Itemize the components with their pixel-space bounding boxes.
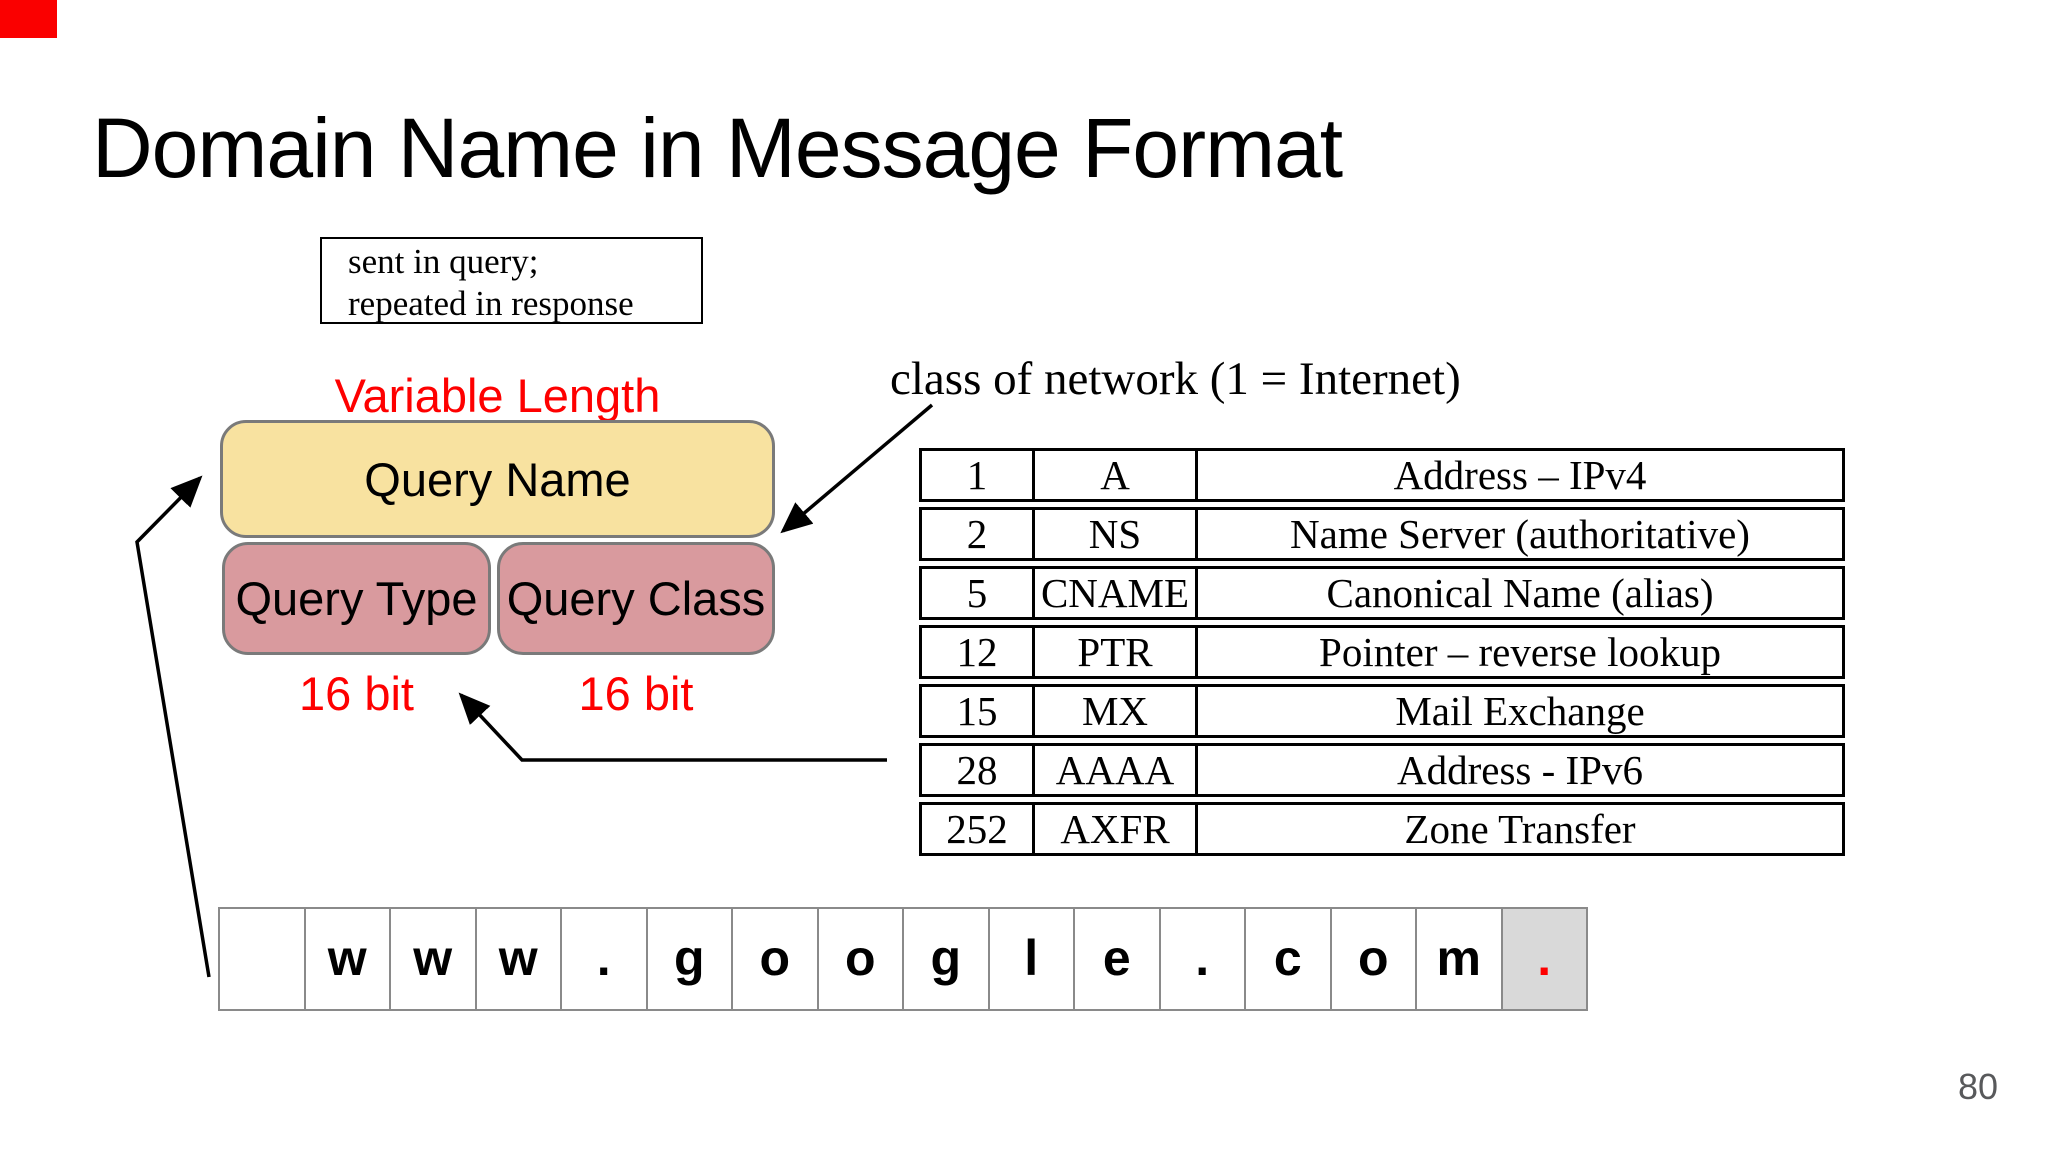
page-number: 80: [1958, 1066, 1999, 1107]
query-class-label: Query Class: [506, 572, 766, 625]
query-type-16bit-label: 16 bit: [299, 667, 414, 720]
query-type-label: Query Type: [235, 572, 478, 625]
row-description: Pointer – reverse lookup: [1319, 629, 1721, 675]
arrow-byte-row-to-query-name: [135, 475, 211, 978]
row-description: Address - IPv6: [1397, 747, 1643, 793]
row-type: CNAME: [1032, 569, 1198, 617]
class-of-network-caption: class of network (1 = Internet): [890, 353, 1461, 405]
row-description: Canonical Name (alias): [1326, 570, 1714, 616]
byte-cell: m: [1415, 909, 1501, 1009]
row-value: 5: [966, 570, 988, 616]
row-value: 12: [956, 629, 998, 675]
row-description: Zone Transfer: [1404, 806, 1636, 852]
row-type: MX: [1032, 687, 1198, 735]
byte-cell: w: [389, 909, 475, 1009]
note-line-1: sent in query;: [348, 242, 539, 281]
row-type: A: [1032, 451, 1198, 499]
query-name-label: Query Name: [364, 452, 631, 506]
byte-cell: o: [816, 909, 903, 1009]
byte-cell: o: [731, 909, 817, 1009]
byte-cell: g: [645, 909, 732, 1009]
table-row: 5 CNAME Canonical Name (alias): [919, 566, 1845, 620]
row-description: Name Server (authoritative): [1290, 511, 1750, 557]
note-line-2: repeated in response: [348, 284, 634, 323]
query-class-16bit-label: 16 bit: [578, 667, 694, 720]
byte-cell: l: [987, 909, 1074, 1009]
byte-cell: w: [474, 909, 561, 1009]
row-value: 2: [966, 511, 988, 557]
query-name-box: Query Name: [220, 420, 775, 538]
row-type: AAAA: [1032, 746, 1198, 794]
row-type: NS: [1032, 510, 1198, 558]
byte-cell: .: [1158, 909, 1245, 1009]
row-type: AXFR: [1032, 805, 1198, 853]
byte-cell: e: [1073, 909, 1159, 1009]
byte-cell: o: [1329, 909, 1416, 1009]
byte-cell: [220, 909, 304, 1009]
arrow-caption-to-query-class: [780, 403, 934, 534]
byte-cell: g: [902, 909, 988, 1009]
red-corner-marker: [0, 0, 57, 38]
row-value: 1: [966, 452, 988, 498]
table-row: 12 PTR Pointer – reverse lookup: [919, 625, 1845, 679]
table-row: 2 NS Name Server (authoritative): [919, 507, 1845, 561]
query-class-box: Query Class: [497, 542, 775, 655]
table-row: 28 AAAA Address - IPv6: [919, 743, 1845, 797]
table-row: 252 AXFR Zone Transfer: [919, 802, 1845, 856]
row-value: 252: [946, 806, 1008, 852]
terminating-dot-cell: .: [1500, 909, 1586, 1009]
row-description: Address – IPv4: [1393, 452, 1647, 498]
table-row: 15 MX Mail Exchange: [919, 684, 1845, 738]
row-value: 28: [956, 747, 998, 793]
slide-title: Domain Name in Message Format: [92, 101, 1343, 195]
byte-cell: .: [560, 909, 646, 1009]
row-value: 15: [956, 688, 998, 734]
byte-cell: c: [1244, 909, 1330, 1009]
byte-cell: w: [303, 909, 390, 1009]
record-types-table: 1 A Address – IPv4 2 NS Name Server (aut…: [919, 448, 1845, 856]
query-type-box: Query Type: [222, 542, 491, 655]
domain-name-byte-row: w w w . g o o g l e . c o m .: [218, 907, 1588, 1011]
row-type: PTR: [1032, 628, 1198, 676]
variable-length-label: Variable Length: [334, 369, 661, 422]
table-row: 1 A Address – IPv4: [919, 448, 1845, 502]
query-note-box: sent in query; repeated in response: [320, 237, 703, 324]
row-description: Mail Exchange: [1395, 688, 1645, 734]
